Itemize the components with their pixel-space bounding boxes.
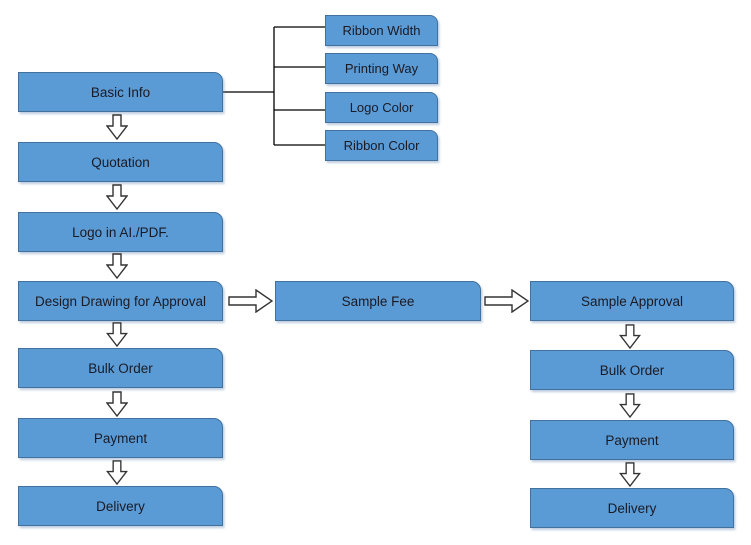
down-arrow-icon [106, 460, 128, 485]
node-design-drawing-approval: Design Drawing for Approval [18, 281, 223, 321]
node-delivery-right: Delivery [530, 488, 734, 528]
node-payment-left: Payment [18, 418, 223, 458]
right-arrow-icon [228, 289, 273, 313]
node-sample-fee: Sample Fee [275, 281, 481, 321]
node-label: Payment [93, 430, 148, 446]
node-label: Bulk Order [88, 360, 153, 376]
down-arrow-icon [619, 393, 641, 418]
node-basic-info: Basic Info [18, 72, 223, 112]
node-label: Design Drawing for Approval [34, 293, 207, 309]
node-quotation: Quotation [18, 142, 223, 182]
node-label: Sample Fee [341, 293, 415, 309]
node-label: Logo Color [349, 100, 414, 115]
node-sample-approval: Sample Approval [530, 281, 734, 321]
node-bulk-order-left: Bulk Order [18, 348, 223, 388]
node-ribbon-color: Ribbon Color [325, 130, 438, 161]
down-arrow-icon [619, 462, 641, 487]
down-arrow-icon [106, 391, 128, 417]
right-arrow-icon [484, 289, 529, 313]
node-logo-ai-pdf: Logo in AI./PDF. [18, 212, 223, 252]
node-label: Basic Info [90, 84, 151, 100]
node-label: Bulk Order [599, 362, 665, 378]
node-ribbon-width: Ribbon Width [325, 15, 438, 46]
node-delivery-left: Delivery [18, 486, 223, 526]
down-arrow-icon [106, 184, 128, 210]
down-arrow-icon [106, 253, 128, 279]
down-arrow-icon [106, 114, 128, 140]
node-label: Delivery [607, 500, 657, 516]
down-arrow-icon [619, 324, 641, 349]
node-label: Ribbon Color [343, 138, 420, 153]
node-label: Quotation [91, 154, 150, 170]
node-label: Printing Way [344, 61, 419, 76]
node-label: Sample Approval [580, 293, 684, 309]
node-payment-right: Payment [530, 420, 734, 460]
down-arrow-icon [106, 322, 128, 347]
node-label: Logo in AI./PDF. [72, 224, 169, 240]
node-label: Ribbon Width [342, 23, 421, 38]
node-label: Payment [605, 432, 659, 448]
node-bulk-order-right: Bulk Order [530, 350, 734, 390]
node-logo-color: Logo Color [325, 92, 438, 123]
node-label: Delivery [96, 498, 145, 514]
node-printing-way: Printing Way [325, 53, 438, 84]
